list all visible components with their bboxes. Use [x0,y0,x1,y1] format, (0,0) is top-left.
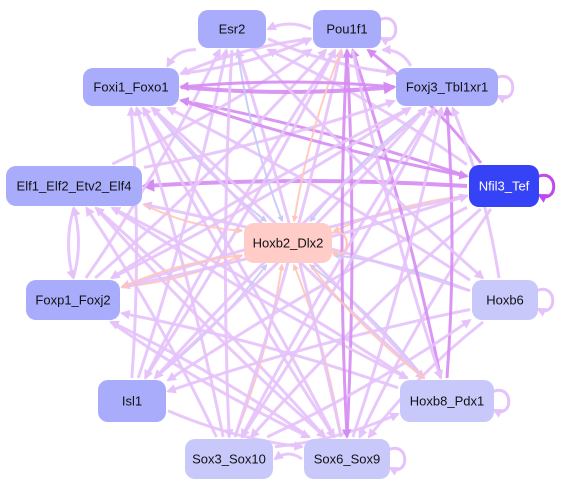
node-sox6_sox9[interactable]: Sox6_Sox9 [304,439,390,479]
edge-elf-to-hoxb8_pdx1 [111,206,409,380]
node-pou1f1[interactable]: Pou1f1 [313,10,381,48]
self-loop-foxj3_tbl1xr1 [495,74,515,104]
node-hoxb8_pdx1-box [400,380,494,422]
edge-isl1-to-sox6_sox9 [167,409,304,451]
node-nfil3_tef-label: Nfil3_Tef [479,179,530,194]
edge-esr2-to-foxi1_foxo1 [166,48,197,68]
node-foxp1_foxj2-box [26,280,120,320]
node-esr2-box [198,10,266,48]
node-isl1-box [98,380,166,422]
edge-sox6_sox9-to-sox3_sox10 [273,450,303,461]
node-isl1[interactable]: Isl1 [98,380,166,422]
node-elf-label: Elf1_Elf2_Etv2_Elf4 [17,179,132,194]
edge-foxj3_tbl1xr1-to-sox3_sox10 [240,107,436,439]
node-foxi1_foxo1-label: Foxi1_Foxo1 [93,80,168,95]
node-elf[interactable]: Elf1_Elf2_Etv2_Elf4 [6,166,142,206]
edge-sox6_sox9-to-pou1f1 [342,48,354,438]
edge-foxp1_foxj2-to-elf [71,206,81,279]
node-nfil3_tef-box [469,165,539,207]
node-hoxb8_pdx1-label: Hoxb8_Pdx1 [410,394,484,409]
self-loop-hoxb8_pdx1 [491,388,511,418]
edge-pou1f1-to-esr2 [266,21,312,31]
node-hoxb6-box [472,280,538,320]
edge-sox3_sox10-to-hoxb6 [266,318,472,439]
node-foxj3_tbl1xr1-label: Foxj3_Tbl1xr1 [406,80,488,95]
node-nfil3_tef[interactable]: Nfil3_Tef [469,165,539,207]
edge-hoxb8_pdx1-to-foxj3_tbl1xr1 [442,106,454,379]
edge-hoxb8_pdx1-to-pou1f1 [350,48,443,379]
edge-hoxb2_dlx2-to-foxp1_foxj2 [120,254,243,288]
node-hoxb8_pdx1[interactable]: Hoxb8_Pdx1 [400,380,494,422]
edge-elf-to-sox6_sox9 [94,207,327,439]
node-elf-box [6,166,142,206]
edge-isl1-to-pou1f1 [144,48,337,379]
edge-elf-to-foxp1_foxj2 [66,207,76,280]
self-loop-hoxb2_dlx2 [329,231,348,258]
node-foxp1_foxj2-label: Foxp1_Foxj2 [35,293,110,308]
edge-sox6_sox9-to-foxj3_tbl1xr1 [351,106,445,438]
edge-foxi1_foxo1-to-nfil3_tef [180,98,469,180]
edge-sox3_sox10-to-foxi1_foxo1 [134,106,225,438]
edge-hoxb2_dlx2-to-hoxb8_pdx1 [309,264,425,379]
node-sox3_sox10-label: Sox3_Sox10 [192,452,266,467]
edge-foxi1_foxo1-to-pou1f1 [180,37,313,76]
node-hoxb2_dlx2-label: Hoxb2_Dlx2 [253,236,324,251]
node-foxi1_foxo1-box [83,68,179,106]
node-foxj3_tbl1xr1-box [396,68,498,106]
self-loop-nfil3_tef [536,173,556,203]
edge-elf-to-foxj3_tbl1xr1 [143,99,396,169]
edge-pou1f1-to-hoxb2_dlx2 [291,49,343,223]
edge-sox6_sox9-to-elf [94,206,327,438]
edge-esr2-to-sox3_sox10 [223,49,234,439]
node-foxj3_tbl1xr1[interactable]: Foxj3_Tbl1xr1 [396,68,498,106]
node-sox3_sox10-box [185,439,273,479]
edge-foxi1_foxo1-to-sox6_sox9 [141,107,336,439]
edge-hoxb6-to-isl1 [166,308,471,394]
self-loop-pou1f1 [378,16,398,46]
node-sox6_sox9-box [304,439,390,479]
edge-foxj3_tbl1xr1-to-pou1f1 [381,44,413,67]
edge-isl1-to-esr2 [136,48,230,379]
node-pou1f1-label: Pou1f1 [326,22,367,37]
edge-pou1f1-to-isl1 [143,49,337,380]
edge-esr2-to-hoxb2_dlx2 [236,49,284,223]
edge-pou1f1-to-hoxb8_pdx1 [351,49,443,380]
edge-pou1f1-to-foxi1_foxo1 [179,37,312,75]
edge-foxj3_tbl1xr1-to-foxp1_foxj2 [109,106,411,280]
self-loop-sox6_sox9 [387,446,407,476]
edge-foxp1_foxj2-to-sox6_sox9 [110,320,311,439]
edge-foxi1_foxo1-to-foxj3_tbl1xr1 [180,81,397,95]
edge-sox6_sox9-to-foxp1_foxj2 [109,320,310,439]
node-hoxb6[interactable]: Hoxb6 [472,280,538,320]
edge-sox6_sox9-to-foxi1_foxo1 [141,106,336,438]
node-sox6_sox9-label: Sox6_Sox9 [314,452,381,467]
node-esr2-label: Esr2 [219,22,246,37]
node-pou1f1-box [313,10,381,48]
node-hoxb2_dlx2[interactable]: Hoxb2_Dlx2 [244,223,332,263]
node-foxi1_foxo1[interactable]: Foxi1_Foxo1 [83,68,179,106]
edge-pou1f1-to-sox6_sox9 [340,49,352,439]
edge-foxp1_foxj2-to-esr2 [84,48,222,279]
edge-nfil3_tef-to-sox3_sox10 [249,207,482,439]
node-hoxb2_dlx2-box [244,223,332,263]
node-sox3_sox10[interactable]: Sox3_Sox10 [185,439,273,479]
node-esr2[interactable]: Esr2 [198,10,266,48]
edge-elf-to-hoxb2_dlx2 [143,203,244,234]
node-isl1-label: Isl1 [122,394,142,409]
node-hoxb6-label: Hoxb6 [486,293,524,308]
edge-foxj3_tbl1xr1-to-foxi1_foxo1 [179,80,395,92]
node-foxp1_foxj2[interactable]: Foxp1_Foxj2 [26,280,120,320]
self-loop-hoxb6 [535,287,555,317]
